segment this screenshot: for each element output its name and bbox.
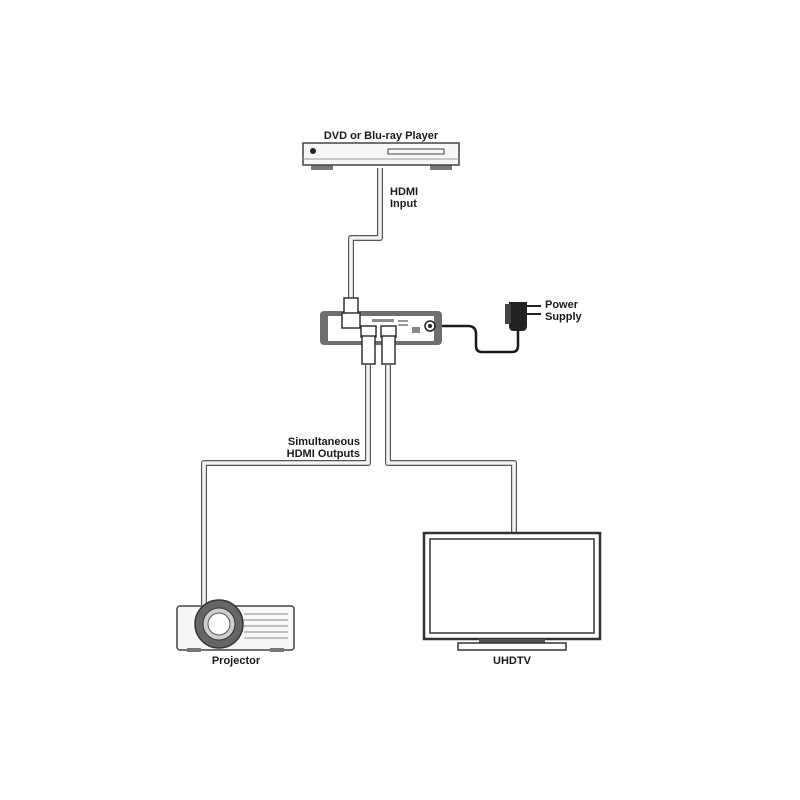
power-supply-label-line2: Supply xyxy=(545,311,583,323)
outputs-label-line2: HDMI Outputs xyxy=(287,448,360,460)
hdmi-input-cable xyxy=(348,168,383,300)
hdmi-input-label-line2: Input xyxy=(390,198,417,210)
source-label: DVD or Blu-ray Player xyxy=(324,130,439,142)
hdmi-output-connector-1 xyxy=(360,325,377,365)
power-cable xyxy=(438,324,520,354)
outputs-label-line1: Simultaneous xyxy=(288,436,360,448)
hdmi-output-connector-2 xyxy=(380,325,397,365)
dvd-player-icon xyxy=(302,142,460,170)
hdmi-output-cable-projector xyxy=(201,365,371,605)
power-supply-label-line1: Power xyxy=(545,299,579,311)
tv-icon xyxy=(422,531,602,651)
hdmi-input-label-line1: HDMI xyxy=(390,186,418,198)
projector-label: Projector xyxy=(212,655,261,667)
hdmi-output-cable-tv xyxy=(385,365,517,532)
projector-icon xyxy=(176,599,295,652)
hdmi-input-connector xyxy=(341,297,361,329)
uhdtv-label: UHDTV xyxy=(493,655,532,667)
power-plug-icon xyxy=(505,302,541,331)
